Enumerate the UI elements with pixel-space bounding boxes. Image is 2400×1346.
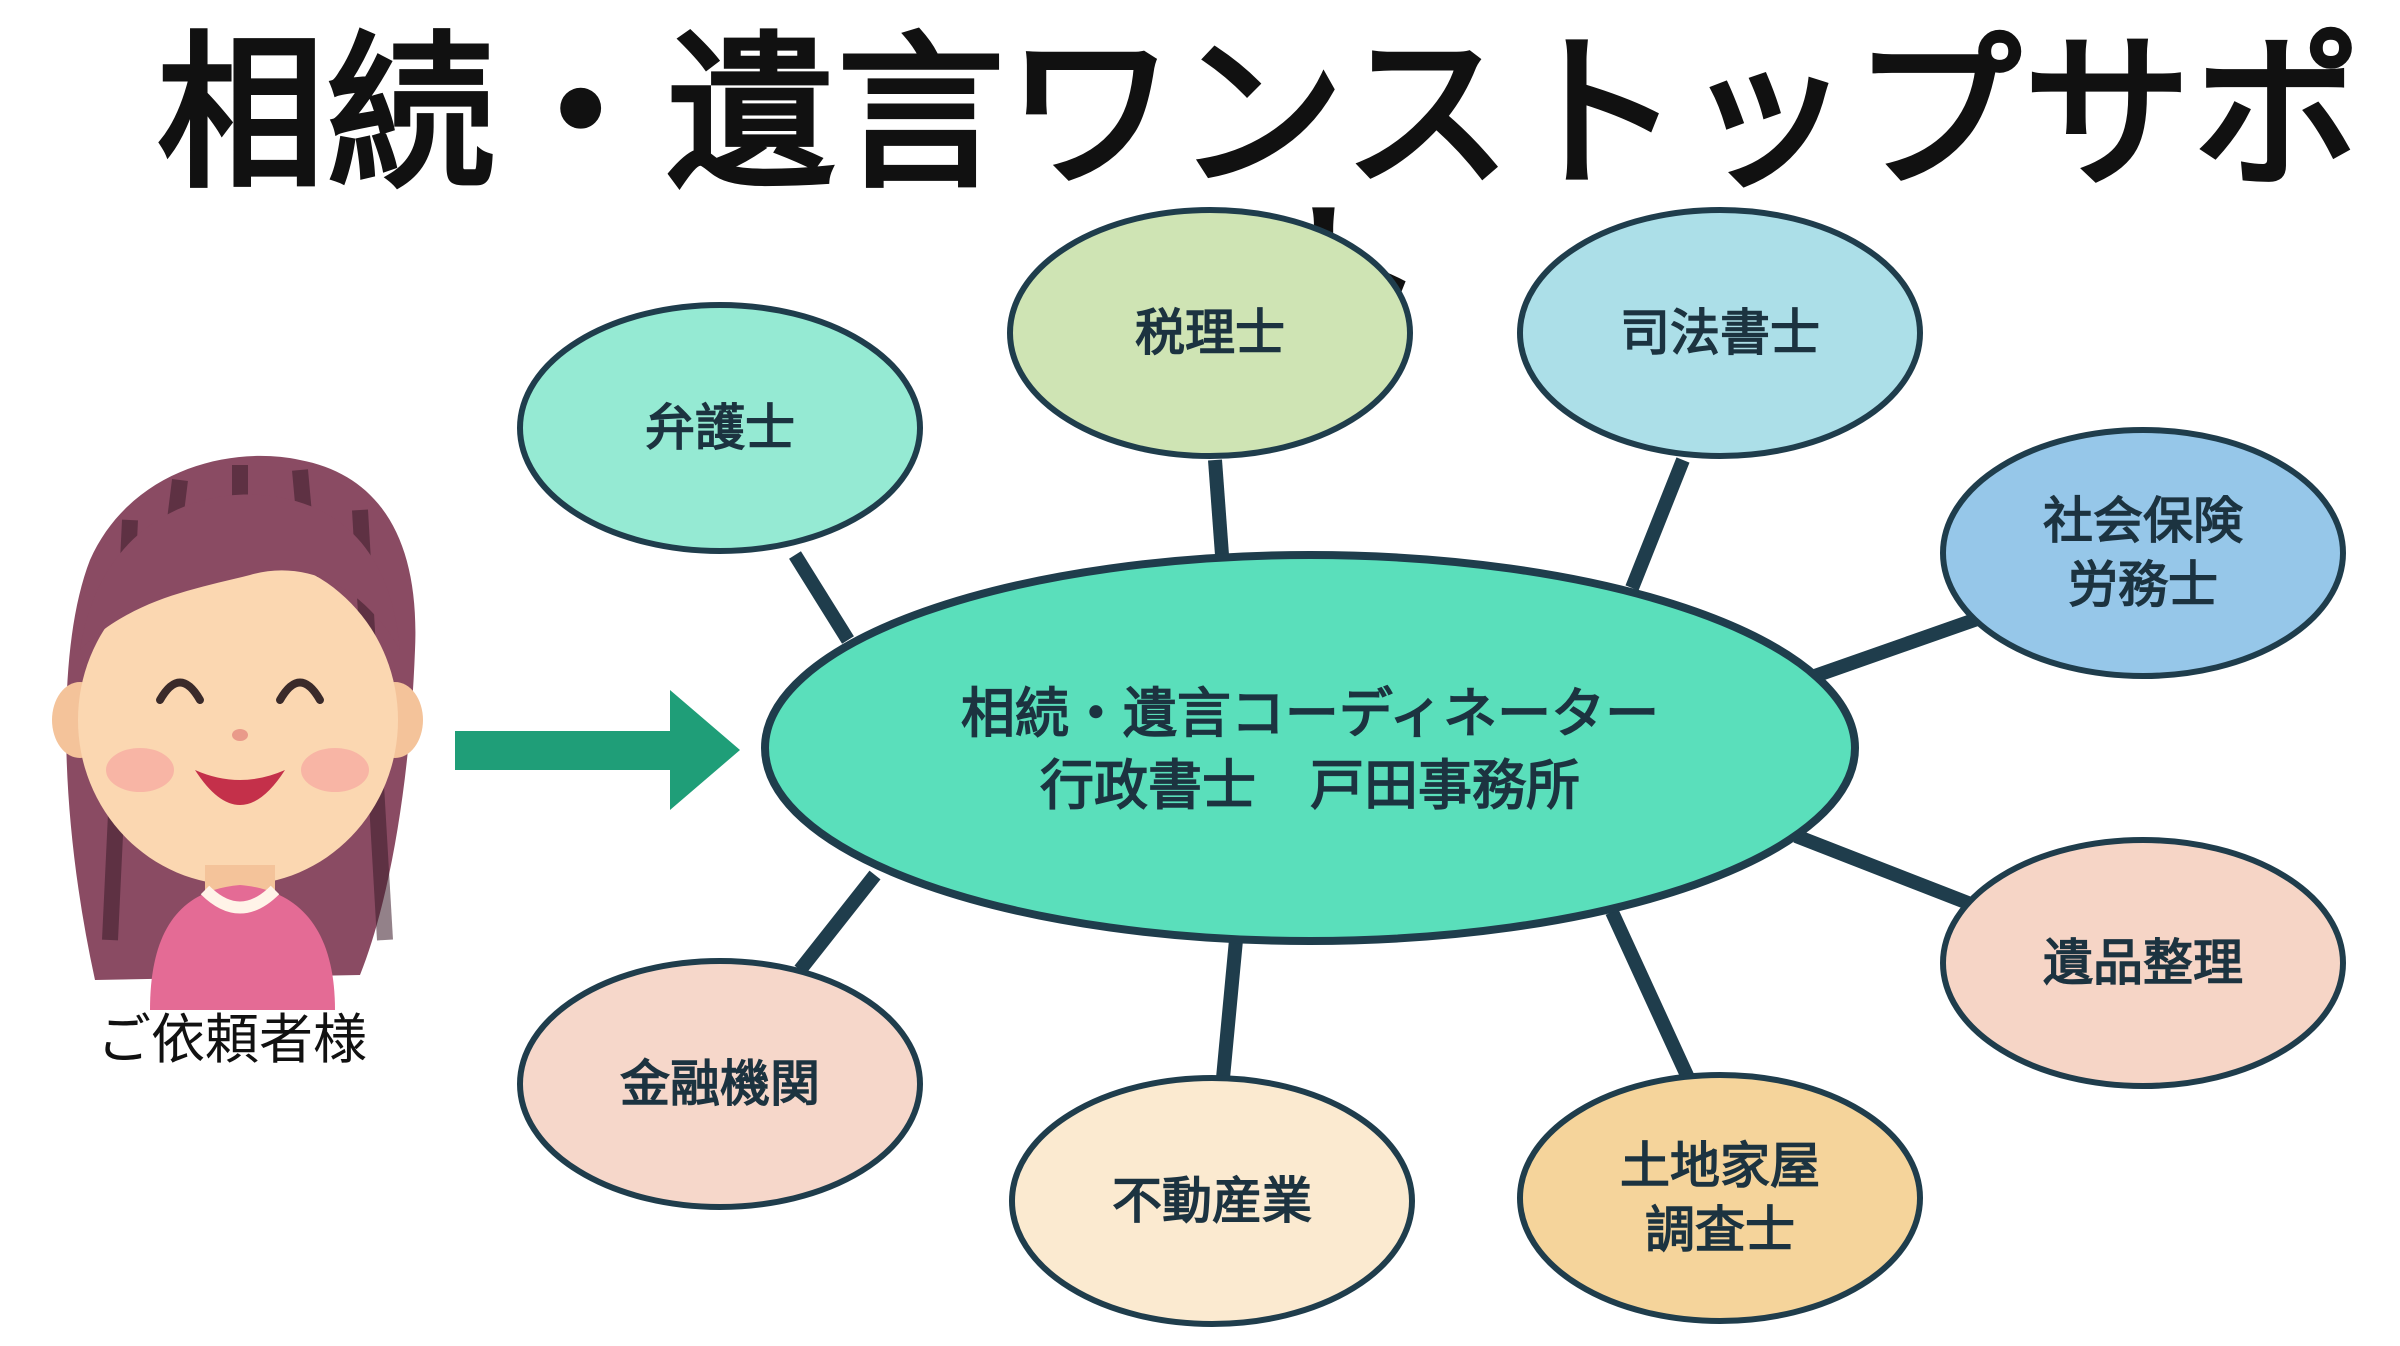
partner-label-line: 司法書士 — [1620, 304, 1820, 362]
connector-kinyu — [794, 870, 881, 975]
partner-ellipse-bengoshi — [517, 302, 923, 554]
center-label-line: 行政書士 戸田事務所 — [1040, 754, 1580, 817]
client-face — [78, 555, 398, 885]
partner-label-fudosan: 不動産業 — [1112, 1172, 1312, 1230]
partner-node-bengoshi: 弁護士 — [517, 302, 923, 554]
partner-ellipse-shihoshoshi — [1517, 207, 1923, 459]
partner-label-line: 労務士 — [2068, 556, 2218, 614]
client-eye-left — [156, 678, 204, 704]
partner-ellipse-fudosan — [1009, 1075, 1415, 1327]
center-ellipse — [761, 551, 1859, 945]
client-collar — [200, 885, 280, 914]
partner-label-line: 土地家屋 — [1620, 1137, 1820, 1195]
partner-ellipse-zeirishi — [1007, 207, 1413, 459]
connectors — [789, 457, 1983, 1085]
center-label-line: 相続・遺言コーディネーター — [961, 682, 1659, 745]
partner-node-kinyu: 金融機関 — [517, 958, 923, 1210]
client-eye-right — [276, 678, 324, 704]
partner-ellipse-ihinseiri — [1940, 837, 2346, 1089]
partner-ellipse-tochikaoku — [1517, 1072, 1923, 1324]
partner-label-bengoshi: 弁護士 — [645, 399, 795, 457]
partner-ellipse-kinyu — [517, 958, 923, 1210]
partner-node-sharoushi: 社会保険労務士 — [1940, 427, 2346, 679]
connector-ihinseiri — [1793, 829, 1971, 910]
partner-label-shihoshoshi: 司法書士 — [1620, 304, 1820, 362]
connector-zeirishi — [1208, 459, 1229, 556]
client-cheek-left — [106, 748, 174, 792]
partner-node-zeirishi: 税理士 — [1007, 207, 1413, 459]
partner-label-line: 不動産業 — [1112, 1172, 1312, 1230]
partner-label-line: 弁護士 — [645, 399, 795, 457]
client-bangs — [80, 494, 400, 650]
partner-label-line: 税理士 — [1135, 304, 1285, 362]
connector-bengoshi — [789, 551, 854, 644]
partner-label-ihinseiri: 遺品整理 — [2043, 934, 2243, 992]
partner-node-ihinseiri: 遺品整理 — [1940, 837, 2346, 1089]
connector-shihoshoshi — [1625, 457, 1690, 591]
partner-label-line: 調査士 — [1645, 1201, 1795, 1259]
client-label: ご依頼者様 — [97, 1008, 367, 1071]
center-label: 相続・遺言コーディネーター行政書士 戸田事務所 — [961, 682, 1659, 817]
connector-sharoushi — [1809, 611, 1983, 684]
connector-fudosan — [1216, 939, 1243, 1079]
client-body — [150, 885, 335, 1010]
partner-label-sharoushi: 社会保険労務士 — [2043, 492, 2244, 614]
partner-label-zeirishi: 税理士 — [1135, 304, 1285, 362]
partner-label-line: 金融機関 — [620, 1055, 820, 1113]
partner-node-fudosan: 不動産業 — [1009, 1075, 1415, 1327]
arrow-to-center — [455, 690, 740, 810]
client-illustration — [52, 455, 423, 1010]
partner-node-tochikaoku: 土地家屋調査士 — [1517, 1072, 1923, 1324]
partner-label-line: 遺品整理 — [2043, 934, 2243, 992]
partner-label-tochikaoku: 土地家屋調査士 — [1620, 1137, 1820, 1259]
connector-tochikaoku — [1605, 909, 1697, 1085]
client-nose — [232, 729, 248, 741]
partner-label-line: 社会保険 — [2043, 492, 2244, 550]
partner-label-kinyu: 金融機関 — [620, 1055, 820, 1113]
partner-ellipse-sharoushi — [1940, 427, 2346, 679]
client-mouth — [195, 770, 285, 805]
client-cheek-right — [301, 748, 369, 792]
center-node: 相続・遺言コーディネーター行政書士 戸田事務所 — [761, 551, 1859, 945]
partner-node-shihoshoshi: 司法書士 — [1517, 207, 1923, 459]
